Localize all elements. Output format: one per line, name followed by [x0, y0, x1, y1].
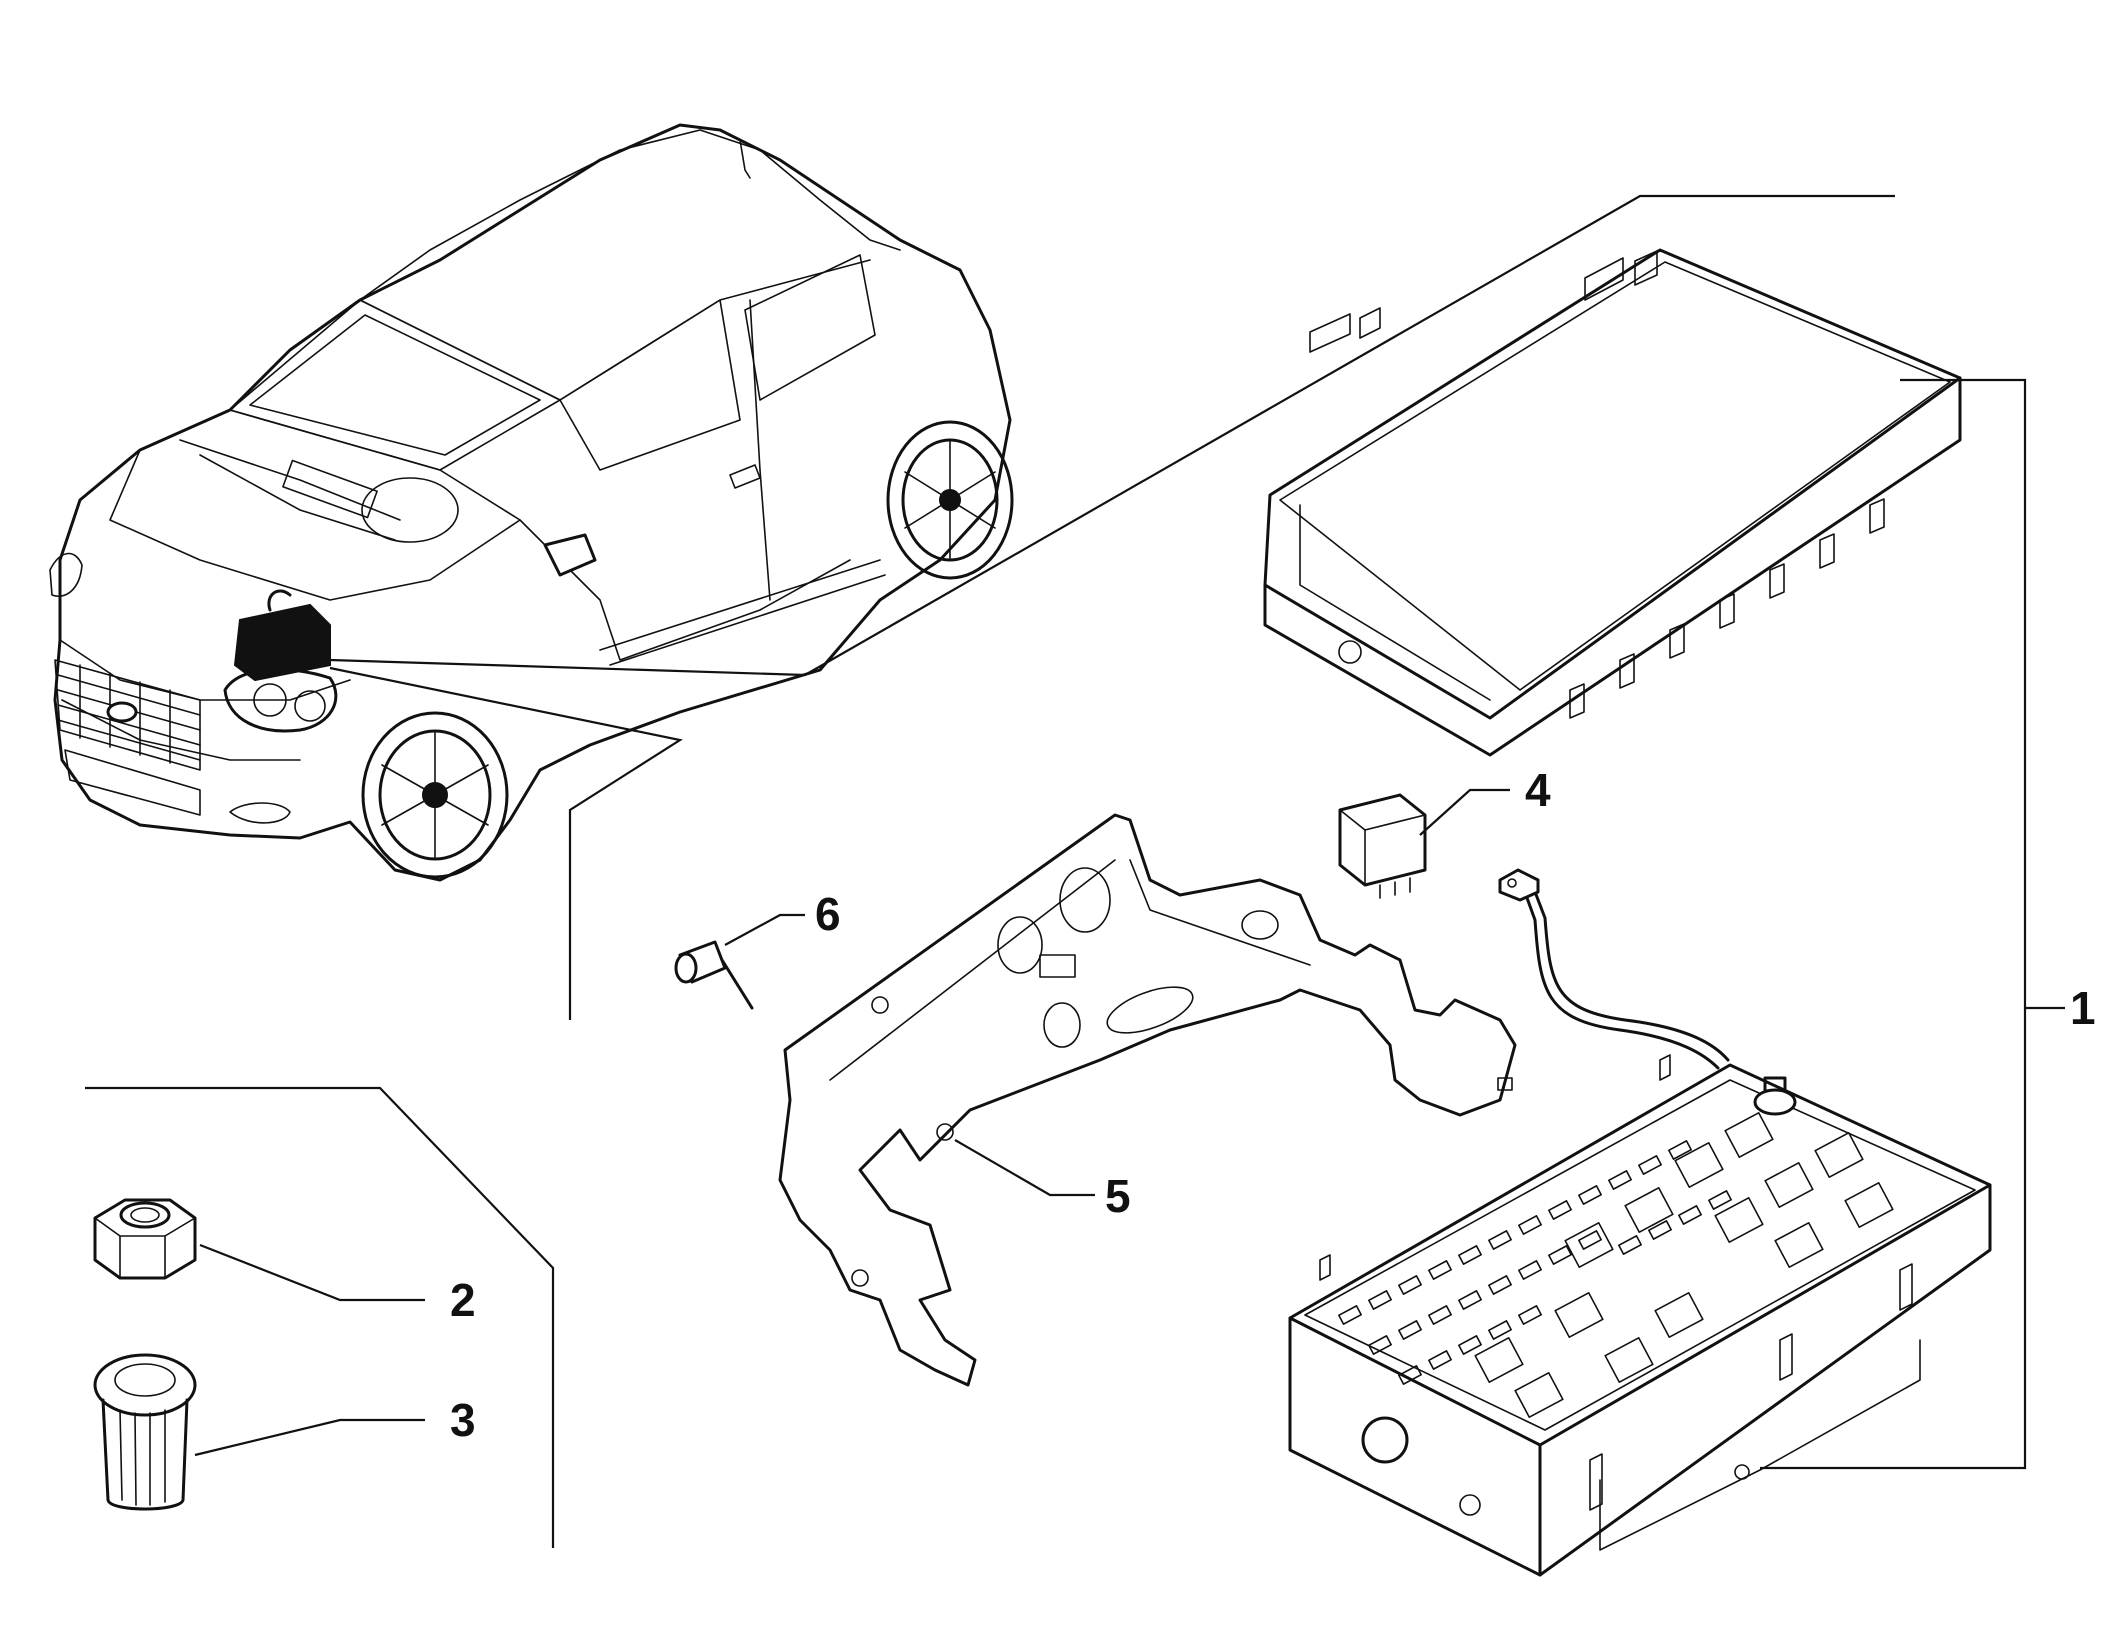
callout-5: 5 — [1105, 1170, 1131, 1222]
mounting-bracket — [778, 813, 1517, 1387]
nut — [93, 1198, 197, 1280]
fuse-box-cover — [1263, 248, 1962, 757]
rivet-nut — [93, 1353, 197, 1511]
screw — [674, 940, 754, 1010]
callout-2: 2 — [450, 1274, 476, 1326]
callout-3: 3 — [450, 1394, 476, 1446]
callout-6: 6 — [815, 888, 841, 940]
callout-4: 4 — [1525, 764, 1551, 816]
callout-leaders — [85, 194, 2065, 1548]
relay — [1338, 793, 1427, 899]
vehicle-illustration — [49, 123, 1014, 882]
fuse-box-body — [1288, 868, 1992, 1577]
callout-1: 1 — [2070, 982, 2096, 1034]
